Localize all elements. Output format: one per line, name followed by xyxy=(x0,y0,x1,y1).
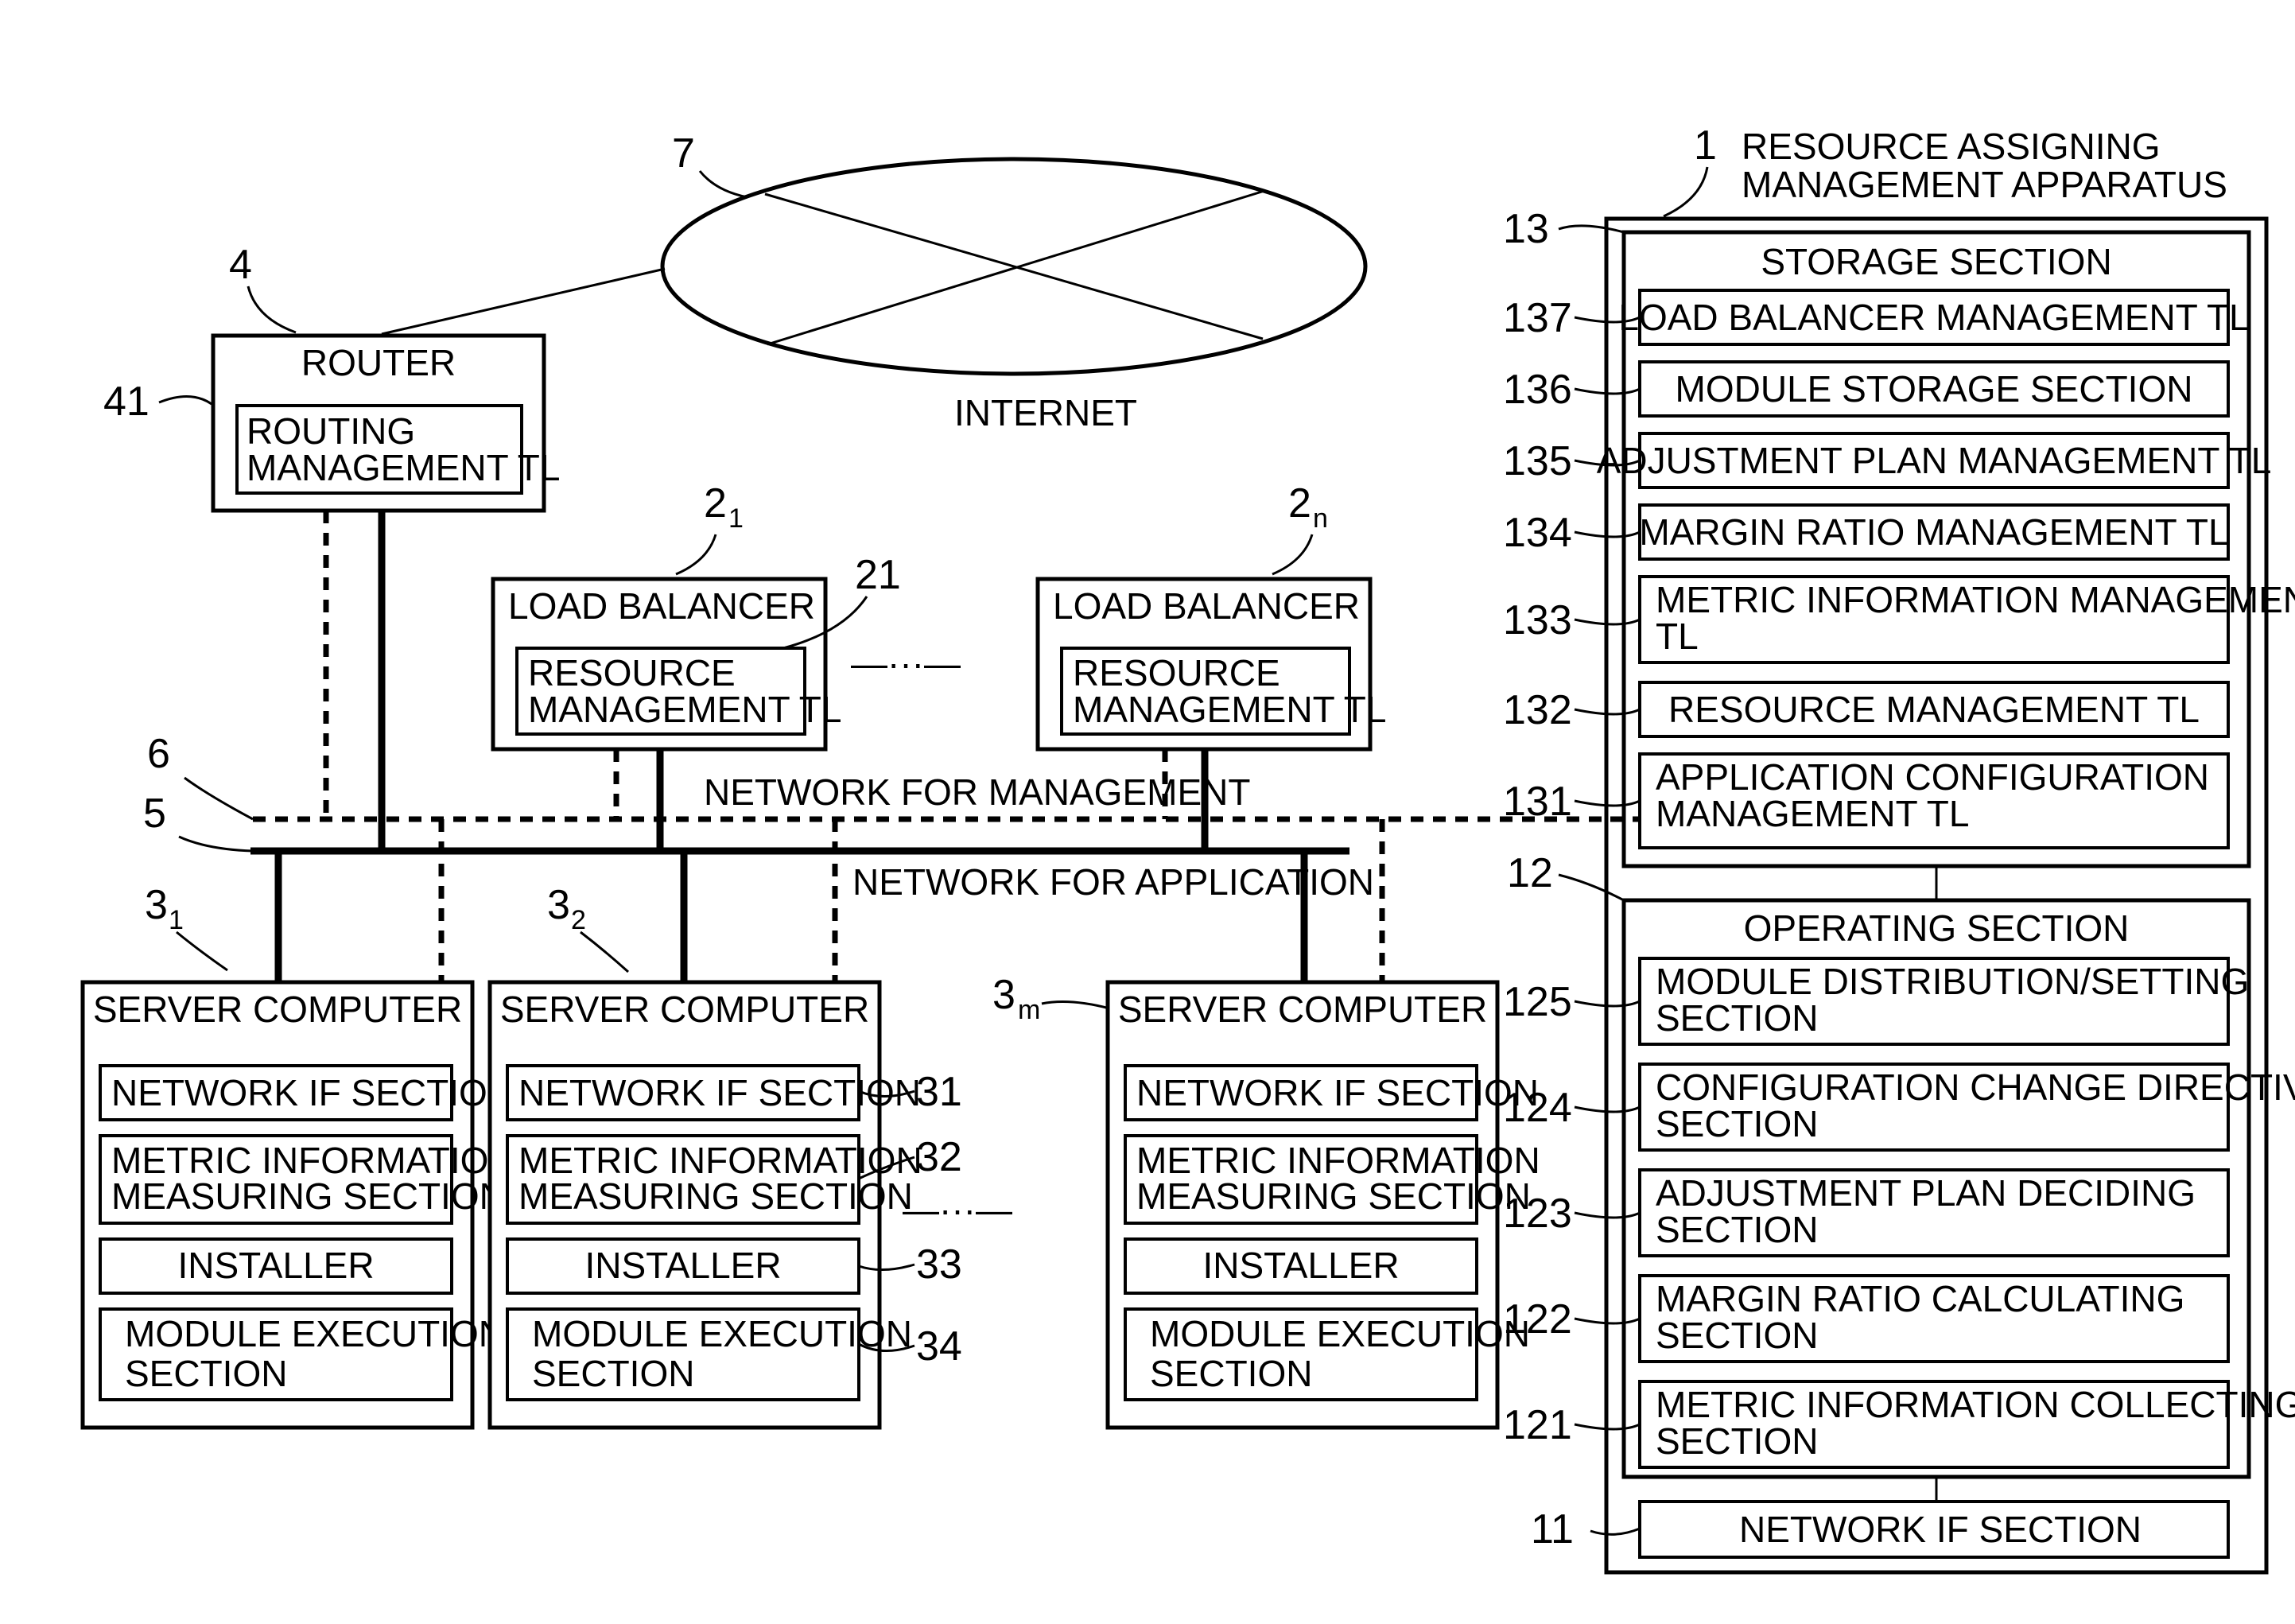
internet-cloud xyxy=(662,159,1365,374)
storage-items-line1-0: LOAD BALANCER MANAGEMENT TL xyxy=(1618,297,2249,338)
server1-ref: 3 xyxy=(145,882,168,928)
storage-items-line1-6: APPLICATION CONFIGURATION xyxy=(1656,756,2209,798)
serverm-module-line2: SECTION xyxy=(1150,1353,1312,1394)
server1-metric-line2: MEASURING SECTION xyxy=(111,1175,506,1217)
server2-module-line2: SECTION xyxy=(532,1353,694,1394)
storage-items-ref-3: 134 xyxy=(1503,510,1572,556)
serverm-network-if-label: NETWORK IF SECTION xyxy=(1136,1072,1539,1113)
operating-items-line2-2: SECTION xyxy=(1656,1209,1818,1250)
storage-title: STORAGE SECTION xyxy=(1761,241,2111,282)
operating-items-ref-4: 121 xyxy=(1503,1402,1572,1448)
serverm-module-line1: MODULE EXECUTION xyxy=(1150,1313,1530,1354)
storage-items-line1-4: METRIC INFORMATION MANAGEMENT xyxy=(1656,579,2295,620)
management-network xyxy=(253,511,1610,982)
lb-ellipsis: —···— xyxy=(851,643,961,684)
routing-management-ref: 41 xyxy=(103,379,150,425)
storage-items-ref-0: 137 xyxy=(1503,295,1572,341)
operating-items-line1-3: MARGIN RATIO CALCULATING xyxy=(1656,1278,2184,1319)
router-internet-link xyxy=(382,269,665,334)
routing-management-line2: MANAGEMENT TL xyxy=(247,447,560,488)
operating-items-line1-0: MODULE DISTRIBUTION/SETTING xyxy=(1656,961,2249,1002)
internet-label: INTERNET xyxy=(954,392,1137,433)
server1-network-if-label: NETWORK IF SECTION xyxy=(111,1072,514,1113)
lbn-title: LOAD BALANCER xyxy=(1053,585,1360,627)
server2-metric-ref: 32 xyxy=(916,1134,962,1180)
operating-items-line2-0: SECTION xyxy=(1656,997,1818,1039)
lb1-ref: 2 xyxy=(704,480,727,526)
routing-management-line1: ROUTING xyxy=(247,410,415,452)
serverm-metric-line2: MEASURING SECTION xyxy=(1136,1175,1531,1217)
server1-module-line1: MODULE EXECUTION xyxy=(125,1313,505,1354)
operating-title: OPERATING SECTION xyxy=(1744,907,2130,949)
lbn-ref-sub: n xyxy=(1313,503,1328,534)
storage-items-ref-4: 133 xyxy=(1503,597,1572,643)
management-network-label: NETWORK FOR MANAGEMENT xyxy=(704,771,1250,813)
apparatus-network-if-label: NETWORK IF SECTION xyxy=(1739,1509,2142,1550)
server2-ref: 3 xyxy=(547,882,570,928)
management-network-ref: 6 xyxy=(147,731,170,777)
application-network-ref: 5 xyxy=(143,791,166,837)
operating-items-line2-3: SECTION xyxy=(1656,1315,1818,1356)
storage-items-line1-2: ADJUSTMENT PLAN MANAGEMENT TL xyxy=(1597,440,2272,481)
operating-items-ref-3: 122 xyxy=(1503,1296,1572,1342)
operating-items-ref-1: 124 xyxy=(1503,1085,1572,1131)
storage-items-ref-2: 135 xyxy=(1503,438,1572,484)
lbn-resource-line2: MANAGEMENT TL xyxy=(1073,689,1386,730)
server2-ref-sub: 2 xyxy=(571,905,586,935)
router-title: ROUTER xyxy=(301,342,456,383)
storage-items-ref-6: 131 xyxy=(1503,779,1572,825)
router-ref: 4 xyxy=(229,242,252,288)
serverm-ref: 3 xyxy=(992,972,1015,1018)
server2-installer-ref: 33 xyxy=(916,1241,962,1288)
server2-title: SERVER COMPUTER xyxy=(500,989,869,1030)
lbn-resource-line1: RESOURCE xyxy=(1073,652,1280,694)
storage-items-line2-4: TL xyxy=(1656,616,1699,657)
lb1-resource-ref: 21 xyxy=(855,552,901,598)
server1-module-line2: SECTION xyxy=(125,1353,287,1394)
storage-items-line2-6: MANAGEMENT TL xyxy=(1656,793,1969,834)
lbn-ref: 2 xyxy=(1288,480,1311,526)
storage-items-ref-1: 136 xyxy=(1503,367,1572,413)
serverm-title: SERVER COMPUTER xyxy=(1118,989,1487,1030)
operating-items-ref-0: 125 xyxy=(1503,979,1572,1025)
apparatus-title-line2: MANAGEMENT APPARATUS xyxy=(1742,164,2227,205)
server1-ref-sub: 1 xyxy=(169,905,184,935)
operating-items-line2-1: SECTION xyxy=(1656,1103,1818,1144)
serverm-installer-label: INSTALLER xyxy=(1202,1245,1399,1286)
server1-installer-label: INSTALLER xyxy=(177,1245,374,1286)
lb1-resource-line1: RESOURCE xyxy=(528,652,736,694)
storage-items-line1-3: MARGIN RATIO MANAGEMENT TL xyxy=(1639,511,2228,553)
storage-items-ref-5: 132 xyxy=(1503,687,1572,733)
lb1-ref-sub: 1 xyxy=(728,503,744,534)
operating-items-line2-4: SECTION xyxy=(1656,1420,1818,1462)
apparatus-title-line1: RESOURCE ASSIGNING xyxy=(1742,126,2161,167)
server2-network-if-ref: 31 xyxy=(916,1069,962,1115)
storage-ref: 13 xyxy=(1503,206,1549,252)
lb1-resource-line2: MANAGEMENT TL xyxy=(528,689,841,730)
storage-items-line1-5: RESOURCE MANAGEMENT TL xyxy=(1668,689,2200,730)
operating-items-line1-1: CONFIGURATION CHANGE DIRECTIVE xyxy=(1656,1066,2295,1108)
server2-module-line1: MODULE EXECUTION xyxy=(532,1313,912,1354)
internet-ref: 7 xyxy=(672,130,695,177)
operating-items-line1-2: ADJUSTMENT PLAN DECIDING xyxy=(1656,1172,2196,1214)
serverm-ref-sub: m xyxy=(1018,995,1040,1025)
apparatus-ref: 1 xyxy=(1694,122,1717,169)
server1-title: SERVER COMPUTER xyxy=(93,989,462,1030)
server2-installer-label: INSTALLER xyxy=(584,1245,781,1286)
operating-items-ref-2: 123 xyxy=(1503,1191,1572,1237)
server2-metric-line2: MEASURING SECTION xyxy=(518,1175,913,1217)
operating-ref: 12 xyxy=(1507,850,1553,896)
apparatus-network-if-ref: 11 xyxy=(1531,1506,1574,1552)
application-network-label: NETWORK FOR APPLICATION xyxy=(852,861,1374,903)
lb1-title: LOAD BALANCER xyxy=(508,585,815,627)
storage-items-line1-1: MODULE STORAGE SECTION xyxy=(1676,368,2193,410)
server-ellipsis: —···— xyxy=(903,1189,1012,1230)
server2-module-ref: 34 xyxy=(916,1323,962,1370)
operating-items-line1-4: METRIC INFORMATION COLLECTING xyxy=(1656,1384,2295,1425)
